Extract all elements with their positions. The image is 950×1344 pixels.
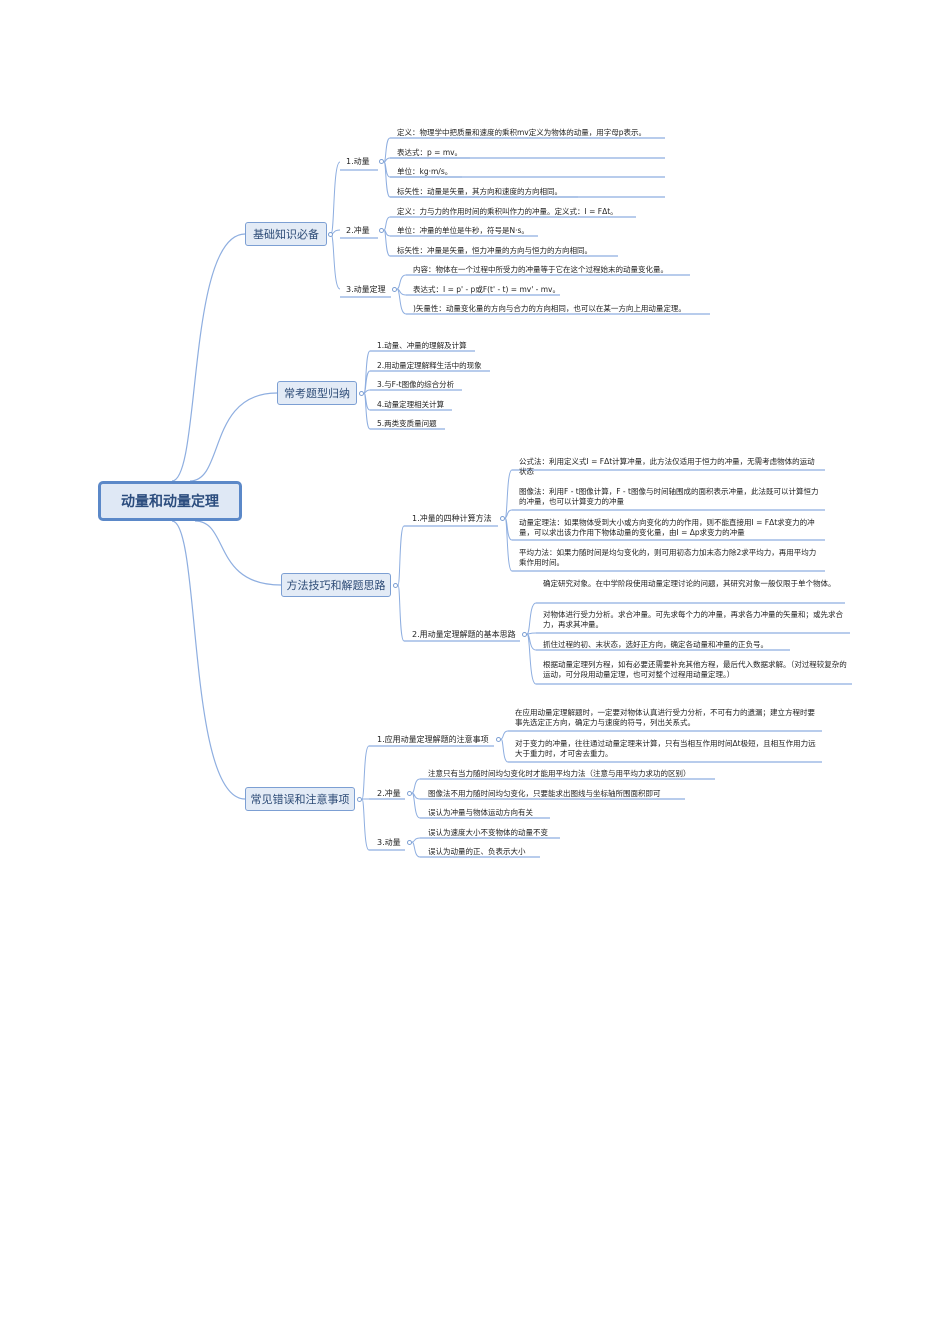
leaf-type-1: 1.动量、冲量的理解及计算 — [377, 341, 467, 350]
leaf-momentum-error-2: 误认为动量的正、负表示大小 — [428, 847, 526, 856]
collapse-toggle[interactable] — [500, 516, 505, 521]
collapse-toggle[interactable] — [357, 797, 362, 802]
collapse-toggle[interactable] — [407, 791, 412, 796]
sub-momentum-theorem[interactable]: 3.动量定理 — [346, 285, 386, 294]
collapse-toggle[interactable] — [496, 737, 501, 742]
leaf-momentum-vector: 标矢性：动量是矢量，其方向和速度的方向相同。 — [397, 187, 562, 196]
sub-impulse[interactable]: 2.冲量 — [346, 226, 370, 235]
leaf-type-3: 3.与F-t图像的综合分析 — [377, 380, 455, 389]
leaf-theorem-content: 内容：物体在一个过程中所受力的冲量等于它在这个过程始末的动量变化量。 — [413, 265, 668, 274]
leaf-momentum-definition: 定义：物理学中把质量和速度的乘积mv定义为物体的动量，用字母p表示。 — [397, 128, 647, 137]
leaf-initial-final-state: 抓住过程的初、末状态，选好正方向，确定各动量和冲量的正负号。 — [543, 640, 768, 649]
sub-solving-approach[interactable]: 2.用动量定理解题的基本思路 — [412, 630, 516, 639]
branch-question-types[interactable]: 常考题型归纳 — [277, 381, 357, 405]
leaf-type-4: 4.动量定理相关计算 — [377, 400, 445, 409]
sub-momentum[interactable]: 1.动量 — [346, 157, 370, 166]
root-topic[interactable]: 动量和动量定理 — [98, 481, 242, 521]
collapse-toggle[interactable] — [407, 840, 412, 845]
leaf-impulse-vector: 标矢性：冲量是矢量，恒力冲量的方向与恒力的方向相同。 — [397, 246, 592, 255]
leaf-formula-method: 公式法：利用定义式I = FΔt计算冲量，此方法仅适用于恒力的冲量，无需考虑物体… — [519, 457, 815, 476]
leaf-momentum-formula: 表达式：p = mv。 — [397, 148, 463, 157]
leaf-impulse-unit: 单位：冲量的单位是牛秒，符号是N·s。 — [397, 226, 529, 235]
collapse-toggle[interactable] — [393, 583, 398, 588]
collapse-toggle[interactable] — [522, 632, 527, 637]
leaf-graph-method: 图像法：利用F - t图像计算，F - t图像与时间轴围成的面积表示冲量，此法既… — [519, 487, 819, 506]
leaf-note-variable-force: 对于变力的冲量，往往通过动量定理来计算，只有当相互作用时间Δt极短，且相互作用力… — [515, 739, 816, 758]
leaf-type-2: 2.用动量定理解释生活中的现象 — [377, 361, 482, 370]
leaf-theorem-method: 动量定理法：如果物体受到大小或方向变化的力的作用，则不能直接用I = FΔt求变… — [519, 518, 815, 537]
branch-basics[interactable]: 基础知识必备 — [245, 222, 327, 246]
leaf-force-analysis: 对物体进行受力分析。求合冲量。可先求每个力的冲量，再求各力冲量的矢量和；或先求合… — [543, 610, 843, 629]
sub-momentum-errors[interactable]: 3.动量 — [377, 838, 401, 847]
sub-impulse-methods[interactable]: 1.冲量的四种计算方法 — [412, 514, 492, 523]
leaf-note-force-analysis: 在应用动量定理解题时，一定要对物体认真进行受力分析，不可有力的遗漏；建立方程时要… — [515, 708, 815, 727]
leaf-theorem-formula: 表达式：I = p' - p或F(t' - t) = mv' - mv。 — [413, 285, 560, 294]
leaf-impulse-error-3: 误认为冲量与物体运动方向有关 — [428, 808, 533, 817]
collapse-toggle[interactable] — [379, 159, 384, 164]
leaf-impulse-error-1: 注意只有当力随时间均匀变化时才能用平均力法（注意与用平均力求功的区别） — [428, 769, 691, 778]
leaf-average-force-method: 平均力法：如果力随时间是均匀变化的，则可用初态力加末态力除2求平均力，再用平均力… — [519, 548, 817, 567]
branch-common-errors[interactable]: 常见错误和注意事项 — [245, 787, 355, 811]
collapse-toggle[interactable] — [359, 391, 364, 396]
leaf-write-equation: 根据动量定理列方程，如有必要还需要补充其他方程，最后代入数据求解。（对过程较复杂… — [543, 660, 847, 679]
leaf-type-5: 5.两类变质量问题 — [377, 419, 437, 428]
sub-theorem-notes[interactable]: 1.应用动量定理解题的注意事项 — [377, 735, 489, 744]
branch-methods[interactable]: 方法技巧和解题思路 — [281, 573, 391, 597]
leaf-choose-object: 确定研究对象。在中学阶段使用动量定理讨论的问题，其研究对象一般仅限于单个物体。 — [543, 579, 836, 588]
sub-impulse-errors[interactable]: 2.冲量 — [377, 789, 401, 798]
collapse-toggle[interactable] — [392, 287, 397, 292]
leaf-momentum-error-1: 误认为速度大小不变物体的动量不变 — [428, 828, 548, 837]
leaf-momentum-unit: 单位：kg·m/s。 — [397, 167, 453, 176]
collapse-toggle[interactable] — [379, 228, 384, 233]
leaf-impulse-error-2: 图像法不用力随时间均匀变化，只要能求出图线与坐标轴所围面积即可 — [428, 789, 661, 798]
leaf-impulse-definition: 定义：力与力的作用时间的乘积叫作力的冲量。定义式：I = FΔt。 — [397, 207, 618, 216]
collapse-toggle[interactable] — [328, 232, 333, 237]
leaf-theorem-vector: )矢量性：动量变化量的方向与合力的方向相同，也可以在某一方向上用动量定理。 — [413, 304, 686, 313]
